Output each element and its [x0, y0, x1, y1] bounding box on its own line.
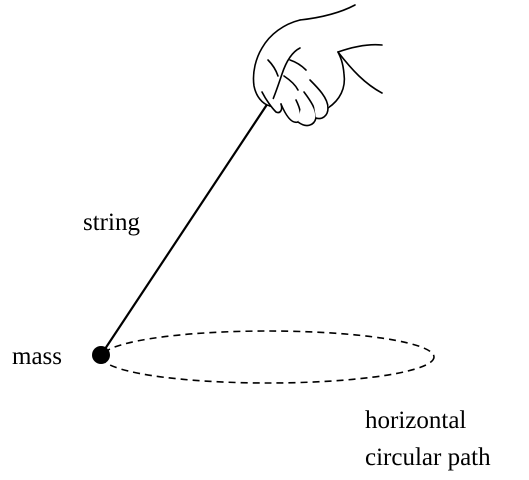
circular-path — [101, 330, 435, 384]
string-line — [99, 101, 270, 357]
hand-icon — [252, 4, 383, 127]
mass-label: mass — [12, 343, 62, 370]
path-label-line2: circular path — [365, 444, 491, 471]
string-label: string — [83, 209, 140, 236]
path-label-line1: horizontal — [365, 407, 467, 434]
mass-bob — [92, 346, 110, 364]
